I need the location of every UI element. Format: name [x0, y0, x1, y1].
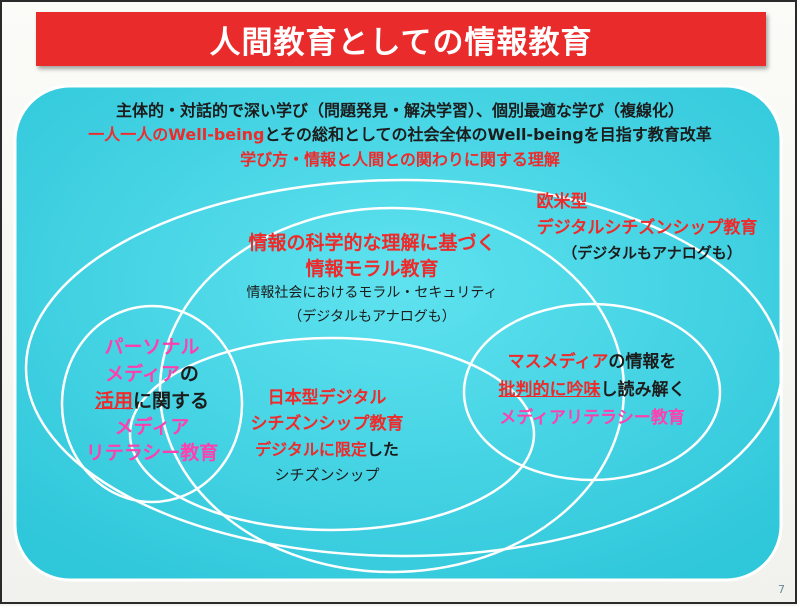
mass-line-1-black: の情報を: [608, 352, 677, 372]
mass-line-2: 批判的に吟味し読み解く: [482, 382, 702, 399]
moral-ellipse: [158, 206, 626, 574]
personal-media-circle: [60, 304, 244, 504]
title-bar: 人間教育としての情報教育: [36, 12, 766, 66]
japan-line-1: 日本型デジタル: [267, 388, 387, 408]
western-line-3: （デジタルもアナログも）: [562, 244, 742, 262]
personal-line-2-pink: メディア: [105, 363, 180, 385]
western-line-1: 欧米型: [536, 192, 588, 212]
moral-line-3: 情報社会におけるモラル・セキュリティ: [246, 285, 498, 301]
mass-line-1-red: マスメディア: [507, 352, 609, 372]
outer-line-2-black: とその総和としての社会全体のWell-beingを目指す教育改革: [264, 125, 712, 144]
outer-panel: [13, 84, 783, 582]
personal-line-2: メディアの: [72, 365, 232, 384]
outer-line-2: 一人一人のWell-beingとその総和としての社会全体のWell-beingを…: [60, 127, 740, 143]
outer-line-1: 主体的・対話的で深い学び（問題発見・解決学習）、個別最適な学び（複線化）: [115, 101, 684, 120]
personal-line-5: リテラシー教育: [85, 442, 219, 464]
mass-line-1: マスメディアの情報を: [482, 354, 702, 371]
moral-line-1: 情報の科学的な理解に基づく: [248, 232, 496, 254]
mass-line-2-black: し読み解く: [600, 380, 686, 400]
japan-ellipse: [128, 336, 536, 532]
japan-line-3-black: した: [366, 440, 399, 459]
western-ellipse: [24, 178, 784, 558]
outer-line-3: 学び方・情報と人間との関わりに関する理解: [240, 150, 560, 169]
western-line-2: デジタルシチズンシップ教育: [536, 218, 758, 238]
personal-line-1: パーソナル: [104, 336, 200, 358]
slide-title: 人間教育としての情報教育: [209, 24, 593, 61]
page-number: 7: [778, 583, 785, 596]
outer-line-2-red: 一人一人のWell-being: [88, 125, 265, 144]
moral-line-4: （デジタルもアナログも）: [288, 309, 456, 325]
japan-line-4: シチズンシップ: [274, 466, 380, 484]
moral-line-2: 情報モラル教育: [305, 258, 439, 280]
japan-line-3: デジタルに限定した: [227, 442, 427, 458]
personal-line-3-black: に関する: [133, 390, 210, 412]
mass-media-ellipse: [462, 302, 722, 482]
personal-line-3: 活用に関する: [72, 392, 232, 411]
japan-line-2: シチズンシップ教育: [250, 414, 404, 434]
japan-line-3-red: デジタルに限定: [255, 440, 367, 459]
personal-line-2-black: の: [179, 363, 199, 385]
mass-line-3: メディアリテラシー教育: [499, 408, 685, 428]
personal-line-4: メディア: [114, 416, 190, 438]
mass-line-2-red: 批判的に吟味: [498, 380, 601, 400]
personal-line-3-red: 活用: [94, 390, 133, 412]
